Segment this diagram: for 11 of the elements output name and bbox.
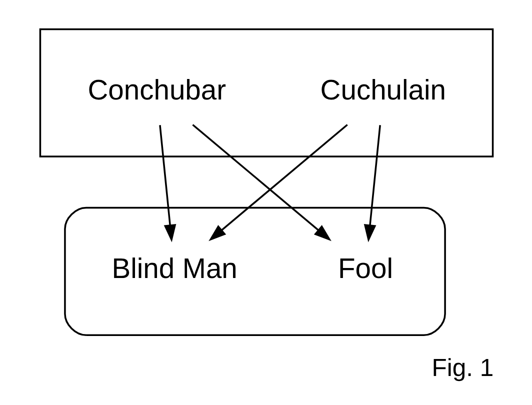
- cluster: [64, 206, 446, 336]
- arrow: [192, 124, 331, 242]
- cluster: [38, 28, 494, 158]
- caption: Fig. 1: [431, 355, 494, 382]
- node-text: Fool: [338, 252, 392, 284]
- node-text: Cuchulain: [320, 74, 446, 106]
- arrow: [208, 124, 348, 242]
- arrow: [158, 125, 176, 242]
- node-text: Blind Man: [111, 252, 237, 284]
- arrow: [363, 125, 380, 242]
- node-text: Conchubar: [87, 74, 226, 106]
